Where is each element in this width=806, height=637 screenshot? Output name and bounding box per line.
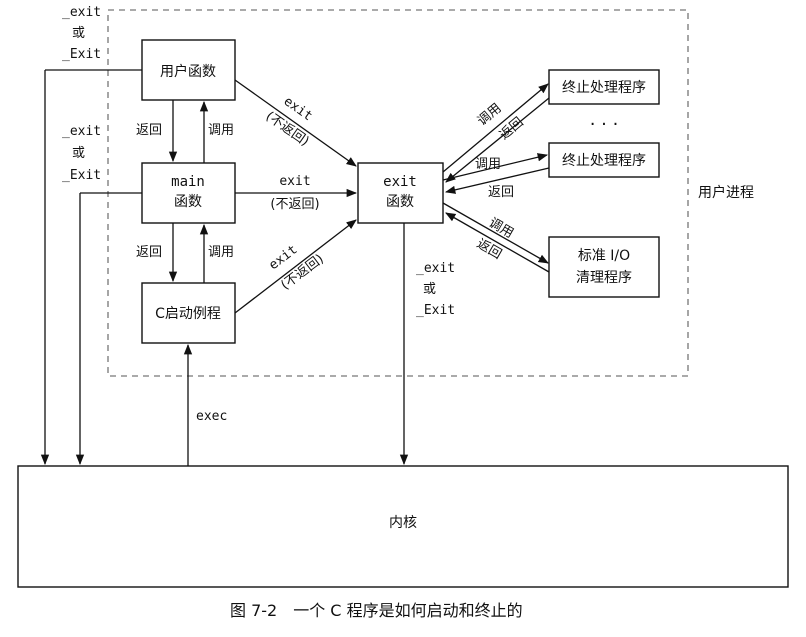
arrow-exit-to-stdio: [442, 202, 549, 264]
exit-function-label-2: 函数: [386, 194, 414, 210]
arrow-user-to-exit: [234, 79, 357, 167]
kernel-label: 内核: [389, 515, 417, 531]
exit-handler-label-1: 终止处理程序: [562, 80, 646, 96]
label-exec: exec: [196, 409, 227, 424]
stdio-cleanup-box: [548, 236, 660, 298]
label-call-2: 调用: [208, 245, 234, 260]
figure-caption: 图 7-2 一个 C 程序是如何启动和终止的: [230, 601, 523, 620]
label-exit-main: exit: [279, 174, 310, 189]
exit-function-label-1: exit: [383, 174, 417, 190]
label-_Exit-exitfn: _Exit: [416, 303, 455, 318]
label-return-h1: 返回: [497, 115, 527, 143]
label-call-1: 调用: [208, 123, 234, 138]
label-_exit-main: _exit: [62, 124, 101, 139]
arrow-exit-to-handler1: [442, 83, 549, 173]
c-startup-label: C启动例程: [155, 306, 221, 322]
label-return-2: 返回: [136, 245, 162, 260]
label-noreturn-main: (不返回): [270, 197, 319, 212]
user-function-label: 用户函数: [160, 63, 216, 80]
label-_Exit-user: _Exit: [62, 47, 101, 62]
label-call-stdio: 调用: [486, 215, 516, 241]
arrow-stdio-to-exit: [445, 212, 550, 273]
label-return-stdio: 返回: [474, 236, 504, 262]
user-process-label: 用户进程: [698, 184, 754, 201]
kernel-box: [17, 465, 789, 588]
main-function-label-1: main: [171, 174, 205, 190]
arrow-cstart-to-exit: [234, 219, 357, 314]
stdio-cleanup-label-1: 标准 I/O: [578, 248, 630, 264]
exit-handler-box-1: [548, 69, 660, 105]
stdio-cleanup-label-2: 清理程序: [576, 270, 632, 286]
exit-handler-box-2: [548, 142, 660, 178]
label-_Exit-main: _Exit: [62, 168, 101, 183]
label-return-1: 返回: [136, 123, 162, 138]
label-_exit-user: _exit: [62, 5, 101, 20]
label-or-main: 或: [72, 146, 85, 161]
main-function-label-2: 函数: [174, 194, 202, 210]
handler-ellipsis: · · ·: [590, 114, 619, 135]
arrow-exit-to-handler2: [442, 153, 549, 181]
label-_exit-exitfn: _exit: [416, 261, 455, 276]
user-function-box: [141, 39, 236, 101]
exit-handler-label-2: 终止处理程序: [562, 153, 646, 169]
arrow-handler2-to-exit: [444, 167, 550, 194]
arrow-handler1-to-exit: [445, 97, 550, 183]
label-or-exitfn: 或: [423, 282, 436, 297]
label-call-h2: 调用: [475, 157, 501, 172]
label-return-h2: 返回: [488, 185, 514, 200]
exit-function-box: [357, 162, 444, 224]
c-startup-box: [141, 282, 236, 344]
label-or-user: 或: [72, 26, 85, 41]
main-function-box: [141, 162, 236, 224]
